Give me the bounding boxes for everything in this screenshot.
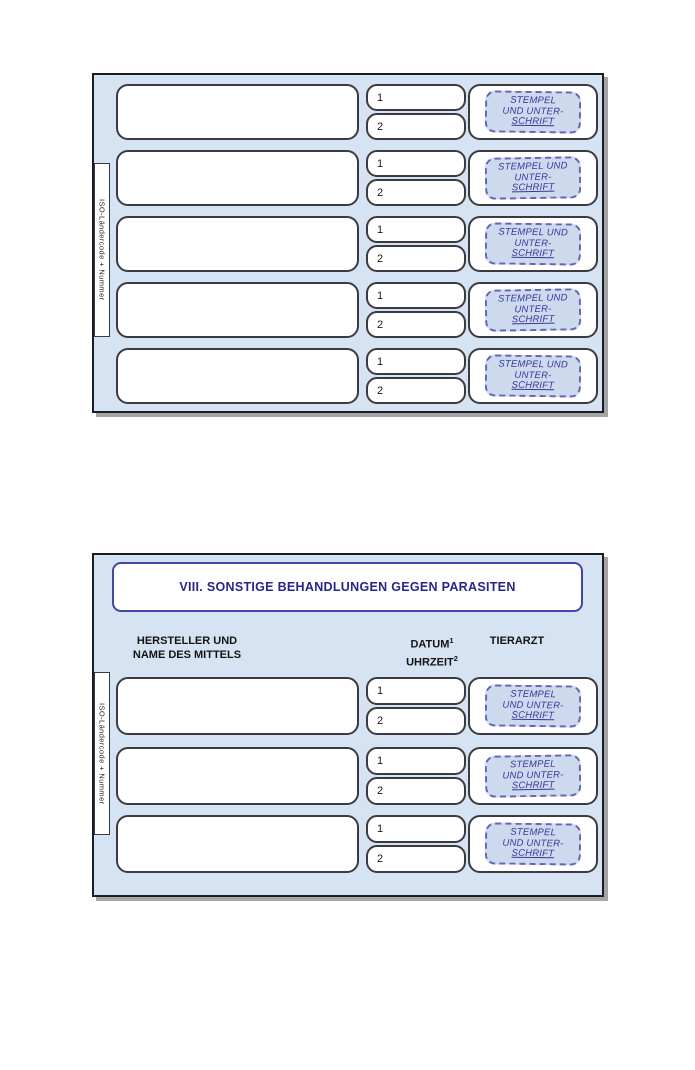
time-field-2[interactable]: 2 bbox=[366, 179, 466, 206]
section-title: VIII. SONSTIGE BEHANDLUNGEN GEGEN PARASI… bbox=[179, 580, 516, 594]
date-field-1[interactable]: 1 bbox=[366, 282, 466, 309]
field-number-label: 1 bbox=[377, 755, 384, 767]
treatment-rows-panel-top: ISO-Ländercode + Nummer 1 2 STEMPEL UND … bbox=[92, 73, 604, 413]
vet-stamp-signature-box[interactable]: STEMPEL UND UNTER- SCHRIFT bbox=[468, 747, 598, 805]
product-entry-field[interactable] bbox=[116, 84, 359, 140]
product-entry-field[interactable] bbox=[116, 150, 359, 206]
treatment-row: 1 2 STEMPEL UND UNTER- SCHRIFT bbox=[94, 216, 602, 272]
product-entry-field[interactable] bbox=[116, 677, 359, 735]
time-field-2[interactable]: 2 bbox=[366, 707, 466, 735]
treatment-row: 1 2 STEMPEL UND UNTER- SCHRIFT bbox=[94, 815, 602, 873]
field-number-label: 1 bbox=[377, 823, 384, 835]
time-field-2[interactable]: 2 bbox=[366, 245, 466, 272]
column-header-date-time: DATUM1 UHRZEIT2 bbox=[394, 634, 470, 669]
field-number-label: 1 bbox=[377, 223, 384, 236]
vet-stamp-signature-box[interactable]: STEMPEL UND UNTER- SCHRIFT bbox=[468, 815, 598, 873]
product-entry-field[interactable] bbox=[116, 747, 359, 805]
treatment-row: 1 2 STEMPEL UND UNTER- SCHRIFT bbox=[94, 677, 602, 735]
field-number-label: 2 bbox=[377, 785, 384, 797]
vet-stamp-signature-box[interactable]: STEMPEL UND UNTER- SCHRIFT bbox=[468, 216, 598, 272]
date-field-1[interactable]: 1 bbox=[366, 216, 466, 243]
product-entry-field[interactable] bbox=[116, 282, 359, 338]
date-time-fields: 1 2 bbox=[366, 84, 466, 140]
stamp-text-line: SCHRIFT bbox=[511, 115, 555, 128]
stamp-placeholder-icon: STEMPEL UND UNTER- SCHRIFT bbox=[484, 222, 582, 266]
date-time-fields: 1 2 bbox=[366, 150, 466, 206]
vet-stamp-signature-box[interactable]: STEMPEL UND UNTER- SCHRIFT bbox=[468, 677, 598, 735]
header-line: TIERARZT bbox=[489, 635, 545, 647]
time-field-2[interactable]: 2 bbox=[366, 113, 466, 140]
iso-country-code-sidebar: ISO-Ländercode + Nummer bbox=[94, 672, 110, 835]
column-header-vet: TIERARZT bbox=[486, 634, 548, 648]
vet-stamp-signature-box[interactable]: STEMPEL UND UNTER- SCHRIFT bbox=[468, 150, 598, 206]
stamp-placeholder-icon: STEMPEL UND UNTER- SCHRIFT bbox=[484, 684, 582, 728]
date-time-fields: 1 2 bbox=[366, 747, 466, 805]
date-field-1[interactable]: 1 bbox=[366, 677, 466, 705]
field-number-label: 2 bbox=[377, 186, 384, 199]
product-entry-field[interactable] bbox=[116, 216, 359, 272]
column-header-product: HERSTELLER UND NAME DES MITTELS bbox=[116, 634, 258, 662]
time-field-2[interactable]: 2 bbox=[366, 377, 466, 404]
field-number-label: 1 bbox=[377, 685, 384, 697]
vet-stamp-signature-box[interactable]: STEMPEL UND UNTER- SCHRIFT bbox=[468, 84, 598, 140]
field-number-label: 1 bbox=[377, 157, 384, 170]
vet-stamp-signature-box[interactable]: STEMPEL UND UNTER- SCHRIFT bbox=[468, 348, 598, 404]
time-field-2[interactable]: 2 bbox=[366, 845, 466, 873]
field-number-label: 1 bbox=[377, 91, 384, 104]
date-field-1[interactable]: 1 bbox=[366, 747, 466, 775]
stamp-text-line: SCHRIFT bbox=[511, 847, 555, 860]
stamp-text-line: SCHRIFT bbox=[511, 181, 555, 194]
date-time-fields: 1 2 bbox=[366, 677, 466, 735]
header-line: DATUM bbox=[410, 638, 450, 651]
date-time-fields: 1 2 bbox=[366, 348, 466, 404]
stamp-text-line: SCHRIFT bbox=[511, 379, 555, 392]
time-field-2[interactable]: 2 bbox=[366, 777, 466, 805]
treatment-row: 1 2 STEMPEL UND UNTER- SCHRIFT bbox=[94, 282, 602, 338]
stamp-placeholder-icon: STEMPEL UND UNTER- SCHRIFT bbox=[484, 156, 582, 200]
treatment-row: 1 2 STEMPEL UND UNTER- SCHRIFT bbox=[94, 348, 602, 404]
stamp-text-line: SCHRIFT bbox=[511, 709, 555, 722]
date-time-fields: 1 2 bbox=[366, 815, 466, 873]
stamp-placeholder-icon: STEMPEL UND UNTER- SCHRIFT bbox=[484, 354, 582, 398]
stamp-placeholder-icon: STEMPEL UND UNTER- SCHRIFT bbox=[484, 822, 582, 866]
treatment-row: 1 2 STEMPEL UND UNTER- SCHRIFT bbox=[94, 747, 602, 805]
date-time-fields: 1 2 bbox=[366, 216, 466, 272]
field-number-label: 2 bbox=[377, 318, 384, 331]
field-number-label: 2 bbox=[377, 384, 384, 397]
header-line: UHRZEIT bbox=[406, 656, 454, 669]
treatment-row: 1 2 STEMPEL UND UNTER- SCHRIFT bbox=[94, 150, 602, 206]
iso-country-code-label: ISO-Ländercode + Nummer bbox=[97, 199, 107, 301]
stamp-text-line: SCHRIFT bbox=[511, 313, 555, 326]
date-field-1[interactable]: 1 bbox=[366, 348, 466, 375]
stamp-placeholder-icon: STEMPEL UND UNTER- SCHRIFT bbox=[484, 288, 582, 332]
stamp-placeholder-icon: STEMPEL UND UNTER- SCHRIFT bbox=[484, 754, 582, 798]
field-number-label: 2 bbox=[377, 120, 384, 133]
field-number-label: 1 bbox=[377, 289, 384, 302]
section-title-box: VIII. SONSTIGE BEHANDLUNGEN GEGEN PARASI… bbox=[112, 562, 583, 612]
field-number-label: 2 bbox=[377, 853, 384, 865]
date-field-1[interactable]: 1 bbox=[366, 84, 466, 111]
time-field-2[interactable]: 2 bbox=[366, 311, 466, 338]
date-field-1[interactable]: 1 bbox=[366, 150, 466, 177]
footnote-superscript: 2 bbox=[453, 653, 458, 663]
header-line: HERSTELLER UND bbox=[136, 635, 238, 647]
footnote-superscript: 1 bbox=[449, 636, 454, 645]
treatment-row: 1 2 STEMPEL UND UNTER- SCHRIFT bbox=[94, 84, 602, 140]
header-line: NAME DES MITTELS bbox=[132, 649, 242, 661]
section-viii-panel: VIII. SONSTIGE BEHANDLUNGEN GEGEN PARASI… bbox=[92, 553, 604, 897]
stamp-text-line: SCHRIFT bbox=[511, 247, 555, 260]
date-field-1[interactable]: 1 bbox=[366, 815, 466, 843]
product-entry-field[interactable] bbox=[116, 815, 359, 873]
stamp-text-line: SCHRIFT bbox=[511, 779, 555, 792]
stamp-placeholder-icon: STEMPEL UND UNTER- SCHRIFT bbox=[484, 90, 582, 134]
iso-country-code-label: ISO-Ländercode + Nummer bbox=[97, 702, 107, 805]
iso-country-code-sidebar: ISO-Ländercode + Nummer bbox=[94, 163, 110, 337]
product-entry-field[interactable] bbox=[116, 348, 359, 404]
field-number-label: 1 bbox=[377, 355, 384, 368]
date-time-fields: 1 2 bbox=[366, 282, 466, 338]
field-number-label: 2 bbox=[377, 715, 384, 727]
field-number-label: 2 bbox=[377, 252, 384, 265]
vet-stamp-signature-box[interactable]: STEMPEL UND UNTER- SCHRIFT bbox=[468, 282, 598, 338]
